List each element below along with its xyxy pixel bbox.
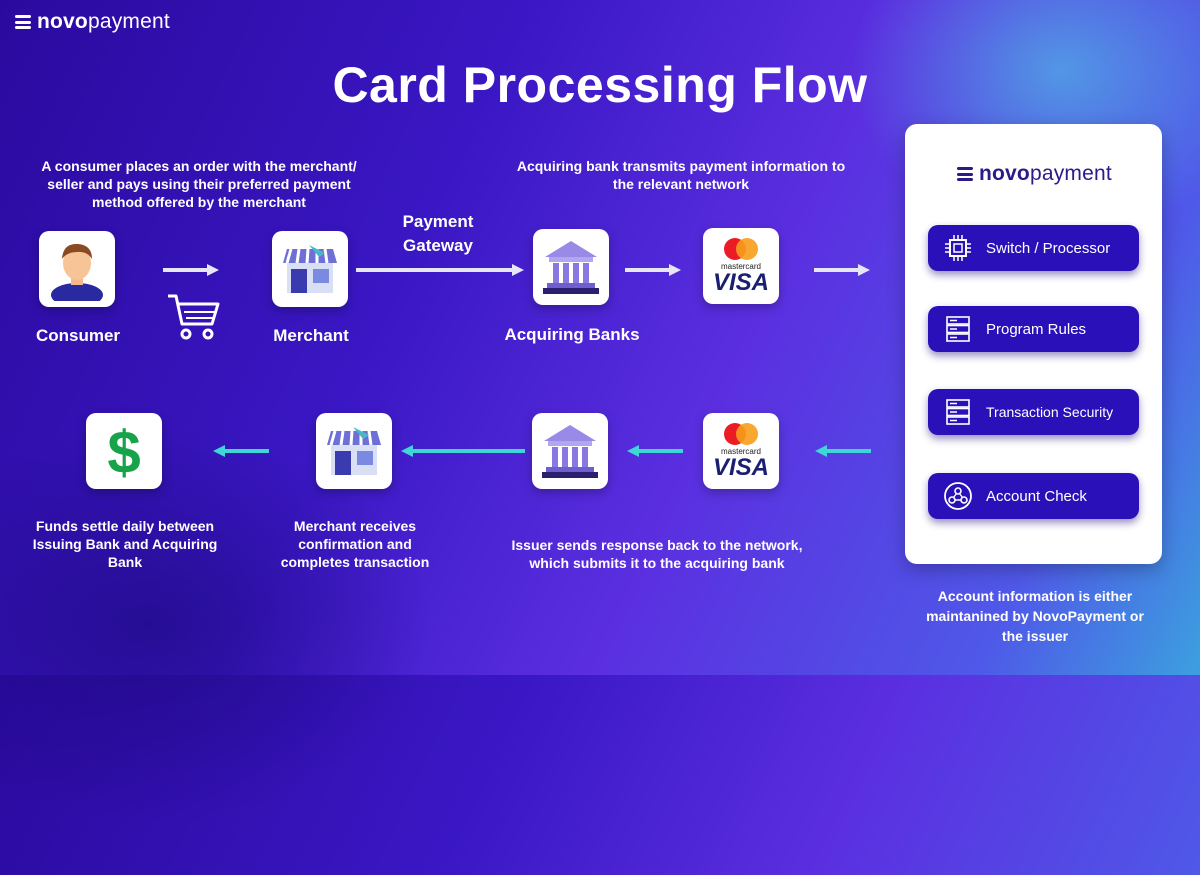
acquiring-bank-tile [533, 229, 609, 305]
caption-consumer-order: A consumer places an order with the merc… [41, 158, 357, 210]
label-acquiring-banks: Acquiring Banks [504, 325, 640, 344]
label-payment-gateway: Payment Gateway [402, 212, 474, 255]
consumer-tile [39, 231, 115, 307]
arrow-merchant-to-funds [213, 445, 269, 457]
panel-item-label: Account Check [986, 487, 1087, 505]
panel-item-account-check: Account Check [928, 473, 1139, 519]
panel-item-label: Switch / Processor [986, 239, 1111, 257]
mastercard-logo-icon [723, 423, 758, 445]
brand-bold-text: novo [37, 10, 88, 33]
panel-item-switch-processor: Switch / Processor [928, 225, 1139, 271]
consumer-avatar-icon [51, 243, 103, 301]
brand-bold-text: novo [979, 162, 1030, 185]
label-merchant: Merchant [273, 326, 349, 345]
bank-icon [542, 425, 598, 478]
bank-icon [543, 241, 599, 294]
svg-text:$: $ [107, 421, 140, 481]
funds-tile: $ [86, 413, 162, 489]
brand-light-text: payment [1029, 162, 1112, 185]
server-icon [942, 313, 974, 345]
chip-icon [942, 232, 974, 264]
card-network-tile-bottom: mastercard VISA [703, 413, 779, 489]
merchant-tile-bottom [316, 413, 392, 489]
merchant-tile [272, 231, 348, 307]
arrow-consumer-to-merchant [163, 264, 219, 276]
store-icon [327, 427, 381, 475]
brand-light-text: payment [87, 10, 170, 33]
caption-merchant-receives: Merchant receives confirmation and compl… [280, 518, 430, 570]
server-icon [942, 396, 974, 428]
shopping-cart-icon [168, 294, 220, 340]
page-title: Card Processing Flow [332, 57, 868, 113]
arrow-merchant-to-acquiring [356, 264, 524, 276]
dollar-sign-icon: $ [107, 421, 140, 481]
arrow-network-to-acquiring [627, 445, 683, 457]
panel-item-transaction-security: Transaction Security [928, 389, 1139, 435]
mastercard-text: mastercard [720, 262, 761, 271]
arrow-acquiring-to-merchant [401, 445, 525, 457]
card-network-tile-top: mastercard VISA [703, 228, 779, 304]
logo-mark-icon [957, 167, 973, 181]
caption-acquiring-transmit: Acquiring bank transmits payment informa… [516, 158, 846, 192]
mastercard-text: mastercard [720, 447, 761, 456]
arrow-acquiring-to-network [625, 264, 681, 276]
caption-issuer-response: Issuer sends response back to the networ… [511, 537, 803, 571]
visa-text: VISA [712, 269, 769, 296]
acquiring-bank-tile-bottom [532, 413, 608, 489]
logo-mark-icon [15, 15, 31, 29]
panel-item-program-rules: Program Rules [928, 306, 1139, 352]
store-icon [283, 245, 337, 293]
caption-account-info: Account information is either maintanine… [926, 588, 1144, 644]
panel-item-label: Transaction Security [986, 404, 1114, 420]
panel-item-label: Program Rules [986, 320, 1087, 338]
arrow-panel-to-network [815, 445, 871, 457]
mastercard-logo-icon [723, 238, 758, 260]
arrow-network-to-panel [814, 264, 870, 276]
network-icon [942, 480, 974, 512]
caption-funds-settle: Funds settle daily between Issuing Bank … [32, 518, 218, 570]
visa-text: VISA [712, 454, 769, 481]
label-consumer: Consumer [35, 326, 121, 345]
